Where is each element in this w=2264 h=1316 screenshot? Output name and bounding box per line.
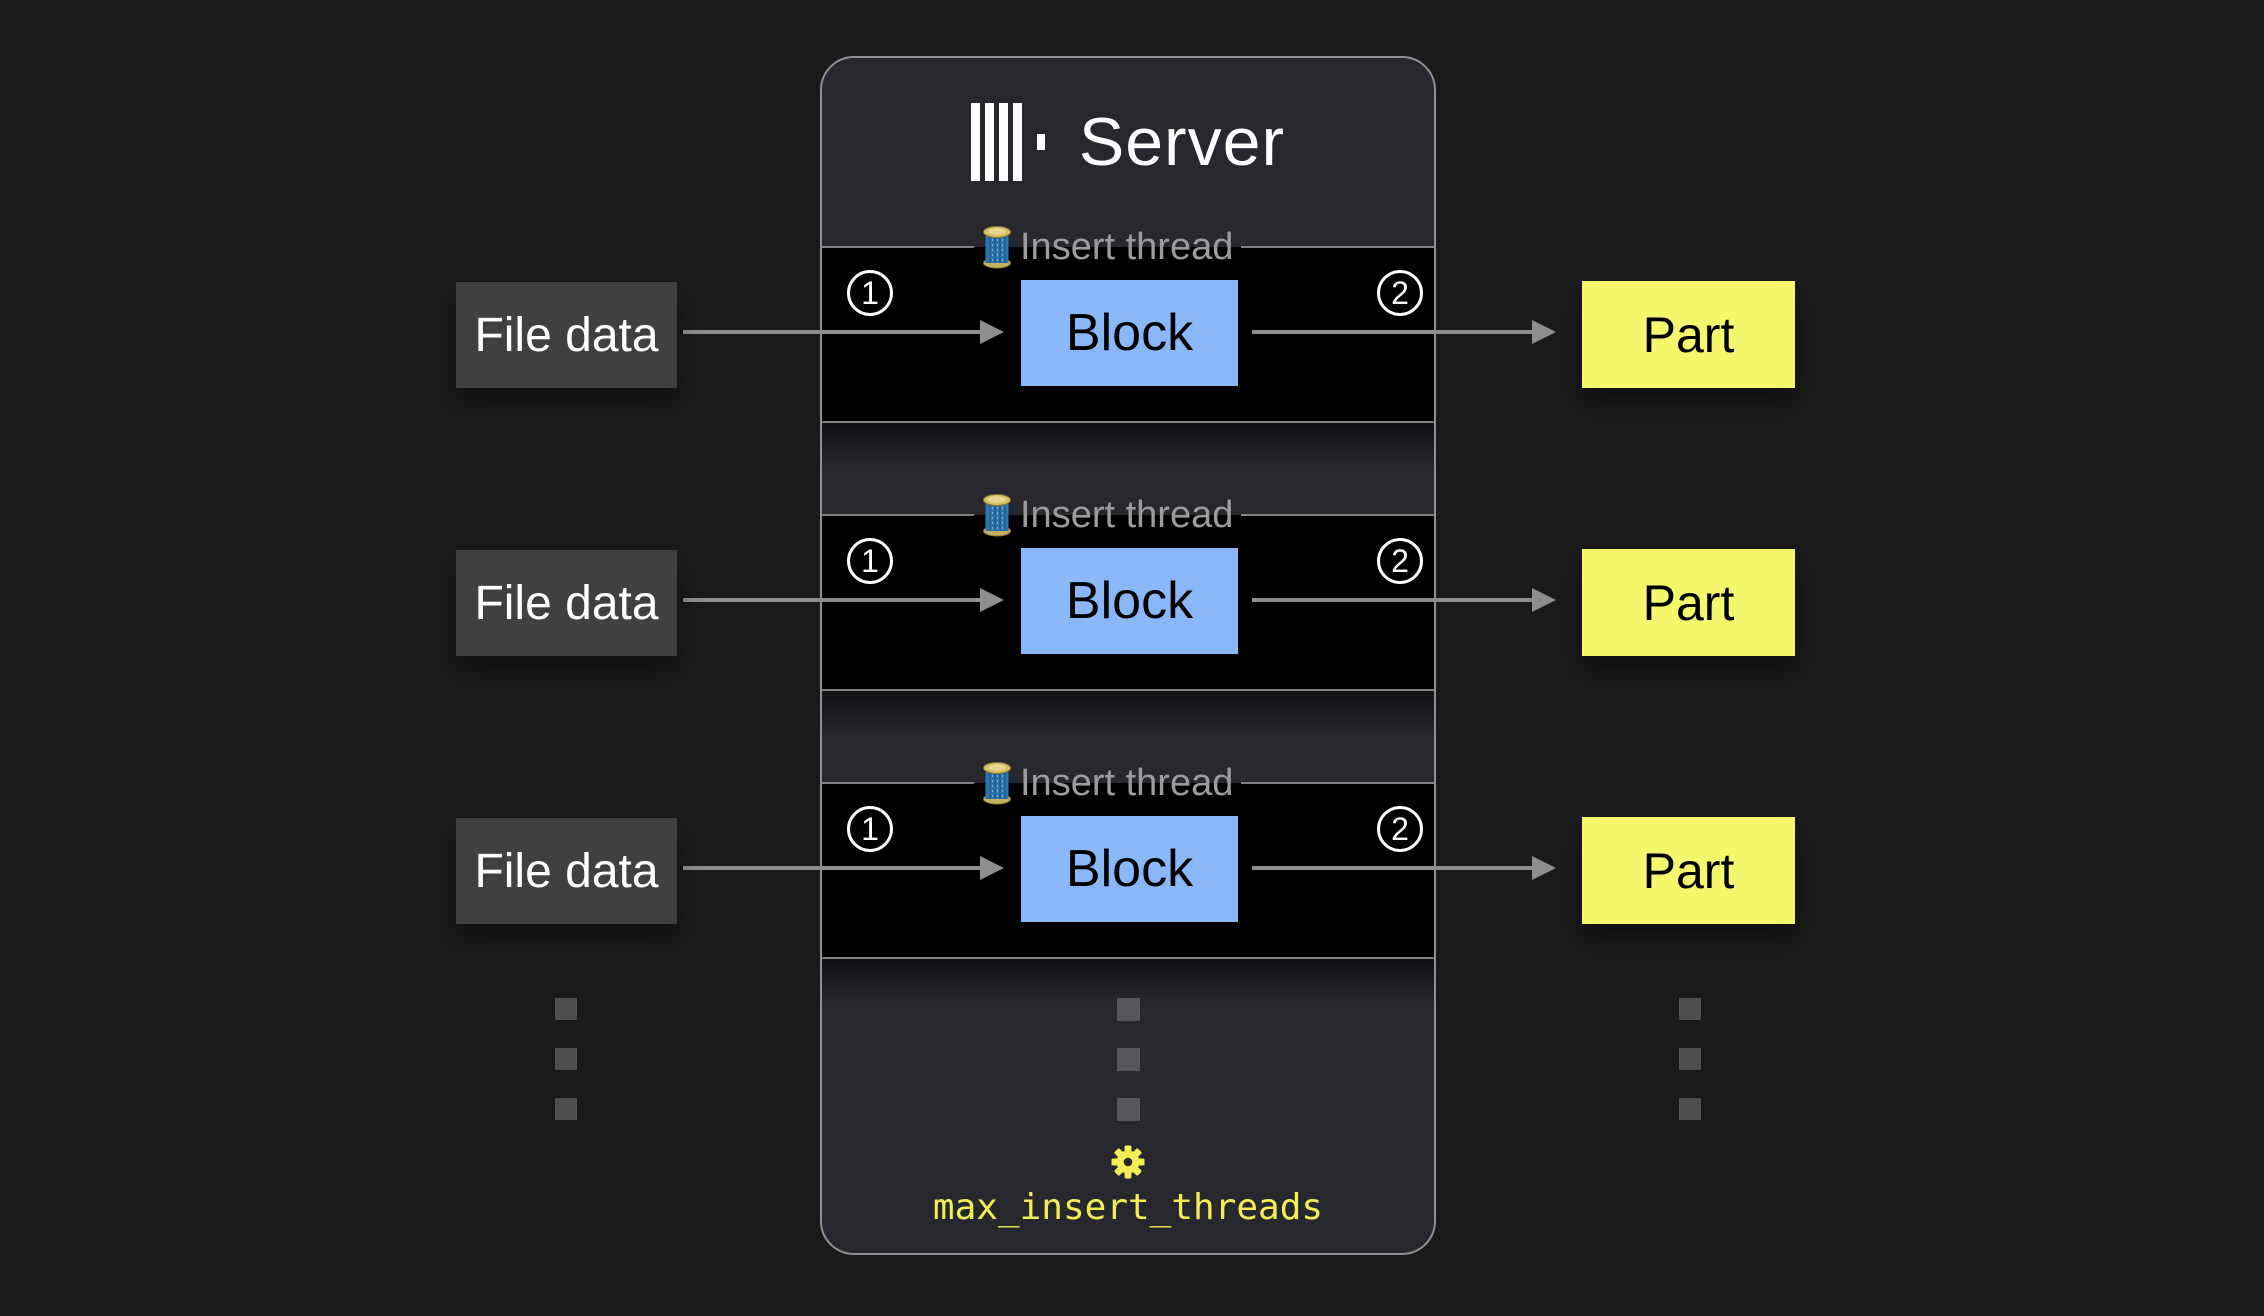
file-data-node: File data	[456, 550, 677, 656]
arrow-block-to-part	[1252, 866, 1532, 870]
arrowhead-icon	[980, 320, 1004, 344]
ellipsis-dot	[1117, 1098, 1140, 1121]
block-node: Block	[1021, 816, 1238, 922]
legend-border-line	[1241, 514, 1434, 516]
arrow-block-to-part	[1252, 330, 1532, 334]
part-node: Part	[1582, 281, 1795, 388]
legend-border-line	[822, 246, 974, 248]
arrowhead-icon	[980, 588, 1004, 612]
part-node: Part	[1582, 549, 1795, 656]
insert-thread-box-1: Insert thread 1 Block 2	[822, 226, 1434, 423]
arrowhead-icon	[1532, 856, 1556, 880]
insert-thread-label: Insert thread	[1020, 494, 1234, 536]
row-shadow	[822, 423, 1434, 469]
thread-spool-icon	[983, 762, 1011, 805]
insert-thread-label: Insert thread	[1020, 762, 1234, 804]
ellipsis-dot	[555, 998, 577, 1020]
block-node: Block	[1021, 280, 1238, 386]
insert-thread-label: Insert thread	[1020, 226, 1234, 268]
legend-border-line	[822, 514, 974, 516]
legend-border-line	[1241, 782, 1434, 784]
insert-thread-box-3: Insert thread 1 Block 2	[822, 762, 1434, 959]
arrow-file-to-block	[683, 330, 980, 334]
ellipsis-dots-outputs	[1679, 998, 1701, 1148]
ellipsis-dot	[1679, 998, 1701, 1020]
ellipsis-dot	[555, 1098, 577, 1120]
legend-border-line	[1241, 246, 1434, 248]
ellipsis-dots-inputs	[555, 998, 577, 1148]
block-node: Block	[1021, 548, 1238, 654]
step-1-badge: 1	[847, 270, 893, 316]
insert-thread-box-2: Insert thread 1 Block 2	[822, 494, 1434, 691]
arrowhead-icon	[1532, 320, 1556, 344]
arrow-file-to-block	[683, 866, 980, 870]
arrow-file-to-block	[683, 598, 980, 602]
legend-border-line	[822, 782, 974, 784]
part-node: Part	[1582, 817, 1795, 924]
step-2-badge: 2	[1377, 806, 1423, 852]
server-header: Server	[822, 86, 1434, 198]
file-data-node: File data	[456, 818, 677, 924]
arrowhead-icon	[1532, 588, 1556, 612]
thread-spool-icon	[983, 226, 1011, 269]
step-2-badge: 2	[1377, 270, 1423, 316]
gear-icon	[822, 1144, 1434, 1180]
clickhouse-logo-icon	[970, 103, 1045, 181]
row-shadow	[822, 959, 1434, 1005]
file-data-node: File data	[456, 282, 677, 388]
step-2-badge: 2	[1377, 538, 1423, 584]
thread-spool-icon	[983, 494, 1011, 537]
step-1-badge: 1	[847, 806, 893, 852]
ellipsis-dots-server	[1117, 998, 1140, 1148]
arrowhead-icon	[980, 856, 1004, 880]
insert-thread-legend: Insert thread	[822, 222, 1434, 272]
server-title: Server	[1078, 104, 1286, 180]
ellipsis-dot	[1117, 998, 1140, 1021]
server-panel: Server Insert thread 1 Block 2	[820, 56, 1436, 1255]
ellipsis-dot	[1117, 1048, 1140, 1071]
max-insert-threads-label: max_insert_threads	[932, 1187, 1324, 1228]
insert-thread-legend: Insert thread	[822, 758, 1434, 808]
arrow-block-to-part	[1252, 598, 1532, 602]
insert-thread-legend: Insert thread	[822, 490, 1434, 540]
row-shadow	[822, 691, 1434, 737]
ellipsis-dot	[1679, 1098, 1701, 1120]
step-1-badge: 1	[847, 538, 893, 584]
ellipsis-dot	[555, 1048, 577, 1070]
ellipsis-dot	[1679, 1048, 1701, 1070]
